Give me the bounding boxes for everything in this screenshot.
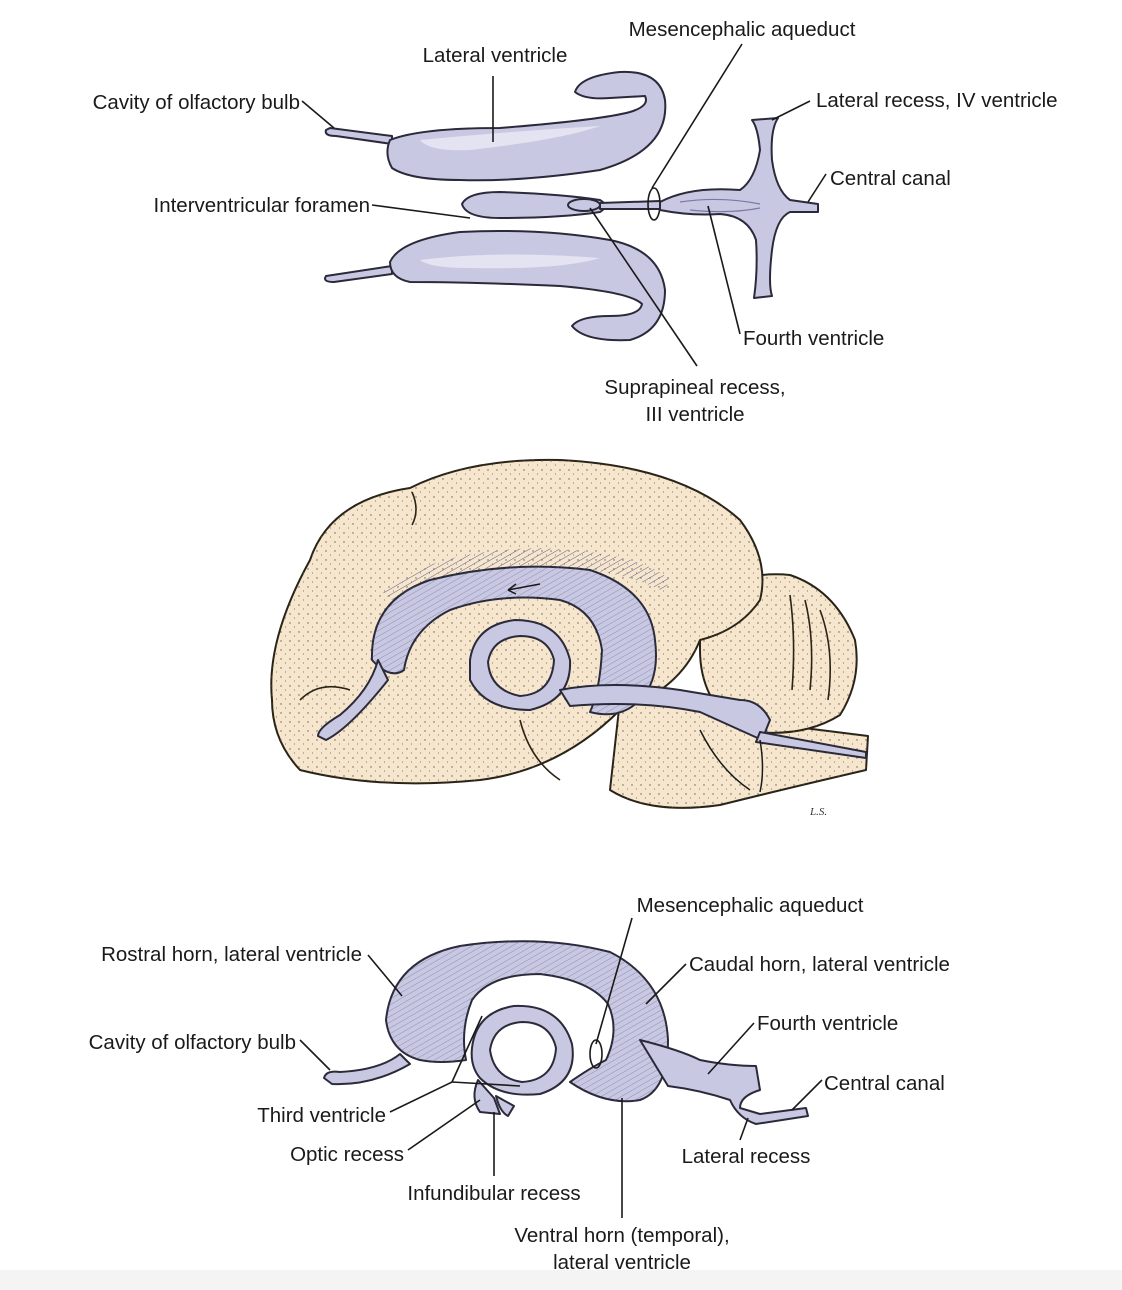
leader-bottom-rostral-horn [367,954,403,997]
leader-bottom-central-canal [791,1079,823,1111]
label-bottom-ventral-horn-line1: Ventral horn (temporal), [514,1224,729,1247]
olfactory-stalk-lower [324,265,393,283]
bottom-olfactory-extension [323,1053,411,1086]
leader-top-fourth-ventricle [707,205,741,335]
leader-top-aqueduct [651,43,743,189]
fourth-ventricle-shade [679,198,761,213]
choroid-fringe [382,548,670,600]
bottom-third-ventricle-ring [470,1004,574,1096]
leader-bottom-optic-recess [407,1099,481,1151]
leader-top-lateral-recess [771,100,811,121]
label-bottom-mesencephalic-aqueduct: Mesencephalic aqueduct [637,894,864,917]
bottom-margin-strip [0,1270,1122,1290]
label-top-suprapineal-line1: Suprapineal recess, [604,376,785,399]
label-bottom-lateral-recess: Lateral recess [682,1145,811,1168]
middle-olfactory-extension [317,659,389,741]
bottom-infundibular-recess [495,1095,515,1117]
top-view-diagram: Lateral ventricle Mesencephalic aqueduct… [93,18,1058,426]
flow-arrow-exit-2 [759,739,764,793]
leader-top-interventricular [371,204,471,219]
leader-bottom-olfactory [299,1039,331,1071]
leader-top-olfactory [301,100,335,129]
bottom-aqueduct-ring [589,1039,603,1069]
middle-central-canal [755,731,867,759]
label-top-central-canal: Central canal [830,167,951,190]
bottom-view-diagram: Mesencephalic aqueduct Rostral horn, lat… [89,894,950,1274]
middle-third-ventricle-ring [469,619,572,711]
olfactory-stalk-upper [324,127,393,145]
upper-lateral-ventricle [386,70,667,182]
cerebrum-sulcus [299,491,561,781]
leader-top-suprapineal [589,207,698,367]
leader-bottom-aqueduct [595,917,633,1045]
label-top-mesencephalic-aqueduct: Mesencephalic aqueduct [629,18,856,41]
label-bottom-cavity-olfactory-bulb: Cavity of olfactory bulb [89,1031,296,1054]
leader-bottom-lateral-recess [739,1117,749,1141]
label-bottom-fourth-ventricle: Fourth ventricle [757,1012,898,1035]
bottom-fourth-ventricle [639,1039,809,1125]
upper-lateral-ventricle-highlight [420,126,600,151]
leader-top-central-canal [807,173,827,203]
label-bottom-rostral-horn: Rostral horn, lateral ventricle [101,943,362,966]
middle-view-brain: L.S. [270,458,869,818]
label-top-interventricular-foramen: Interventricular foramen [154,194,370,217]
flow-arrow-top [507,583,541,591]
label-bottom-caudal-horn: Caudal horn, lateral ventricle [689,953,950,976]
leader-bottom-third-ventricle-b [451,1015,483,1083]
lower-lateral-ventricle [389,230,666,342]
label-bottom-infundibular-recess: Infundibular recess [407,1182,580,1205]
leader-bottom-caudal-horn [645,963,687,1005]
label-top-suprapineal-line2: III ventricle [645,403,744,426]
label-bottom-ventral-horn-line2: lateral ventricle [553,1251,691,1274]
label-top-lateral-recess: Lateral recess, IV ventricle [816,89,1058,112]
fourth-ventricle-dorsal [659,117,819,299]
label-top-fourth-ventricle: Fourth ventricle [743,327,884,350]
leader-bottom-fourth-ventricle [707,1022,755,1075]
label-top-lateral-ventricle: Lateral ventricle [423,44,568,67]
lower-lateral-ventricle-highlight [420,254,600,269]
cerebellum-folia [789,594,832,701]
label-bottom-third-ventricle: Third ventricle [257,1104,386,1127]
label-top-cavity-olfactory-bulb: Cavity of olfactory bulb [93,91,300,114]
label-bottom-central-canal: Central canal [824,1072,945,1095]
label-bottom-optic-recess: Optic recess [290,1143,404,1166]
aqueduct-dorsal [599,200,661,210]
suprapineal-recess-shape [567,198,601,212]
flow-arrow-exit [699,729,751,791]
illustrator-signature: L.S. [809,806,827,818]
